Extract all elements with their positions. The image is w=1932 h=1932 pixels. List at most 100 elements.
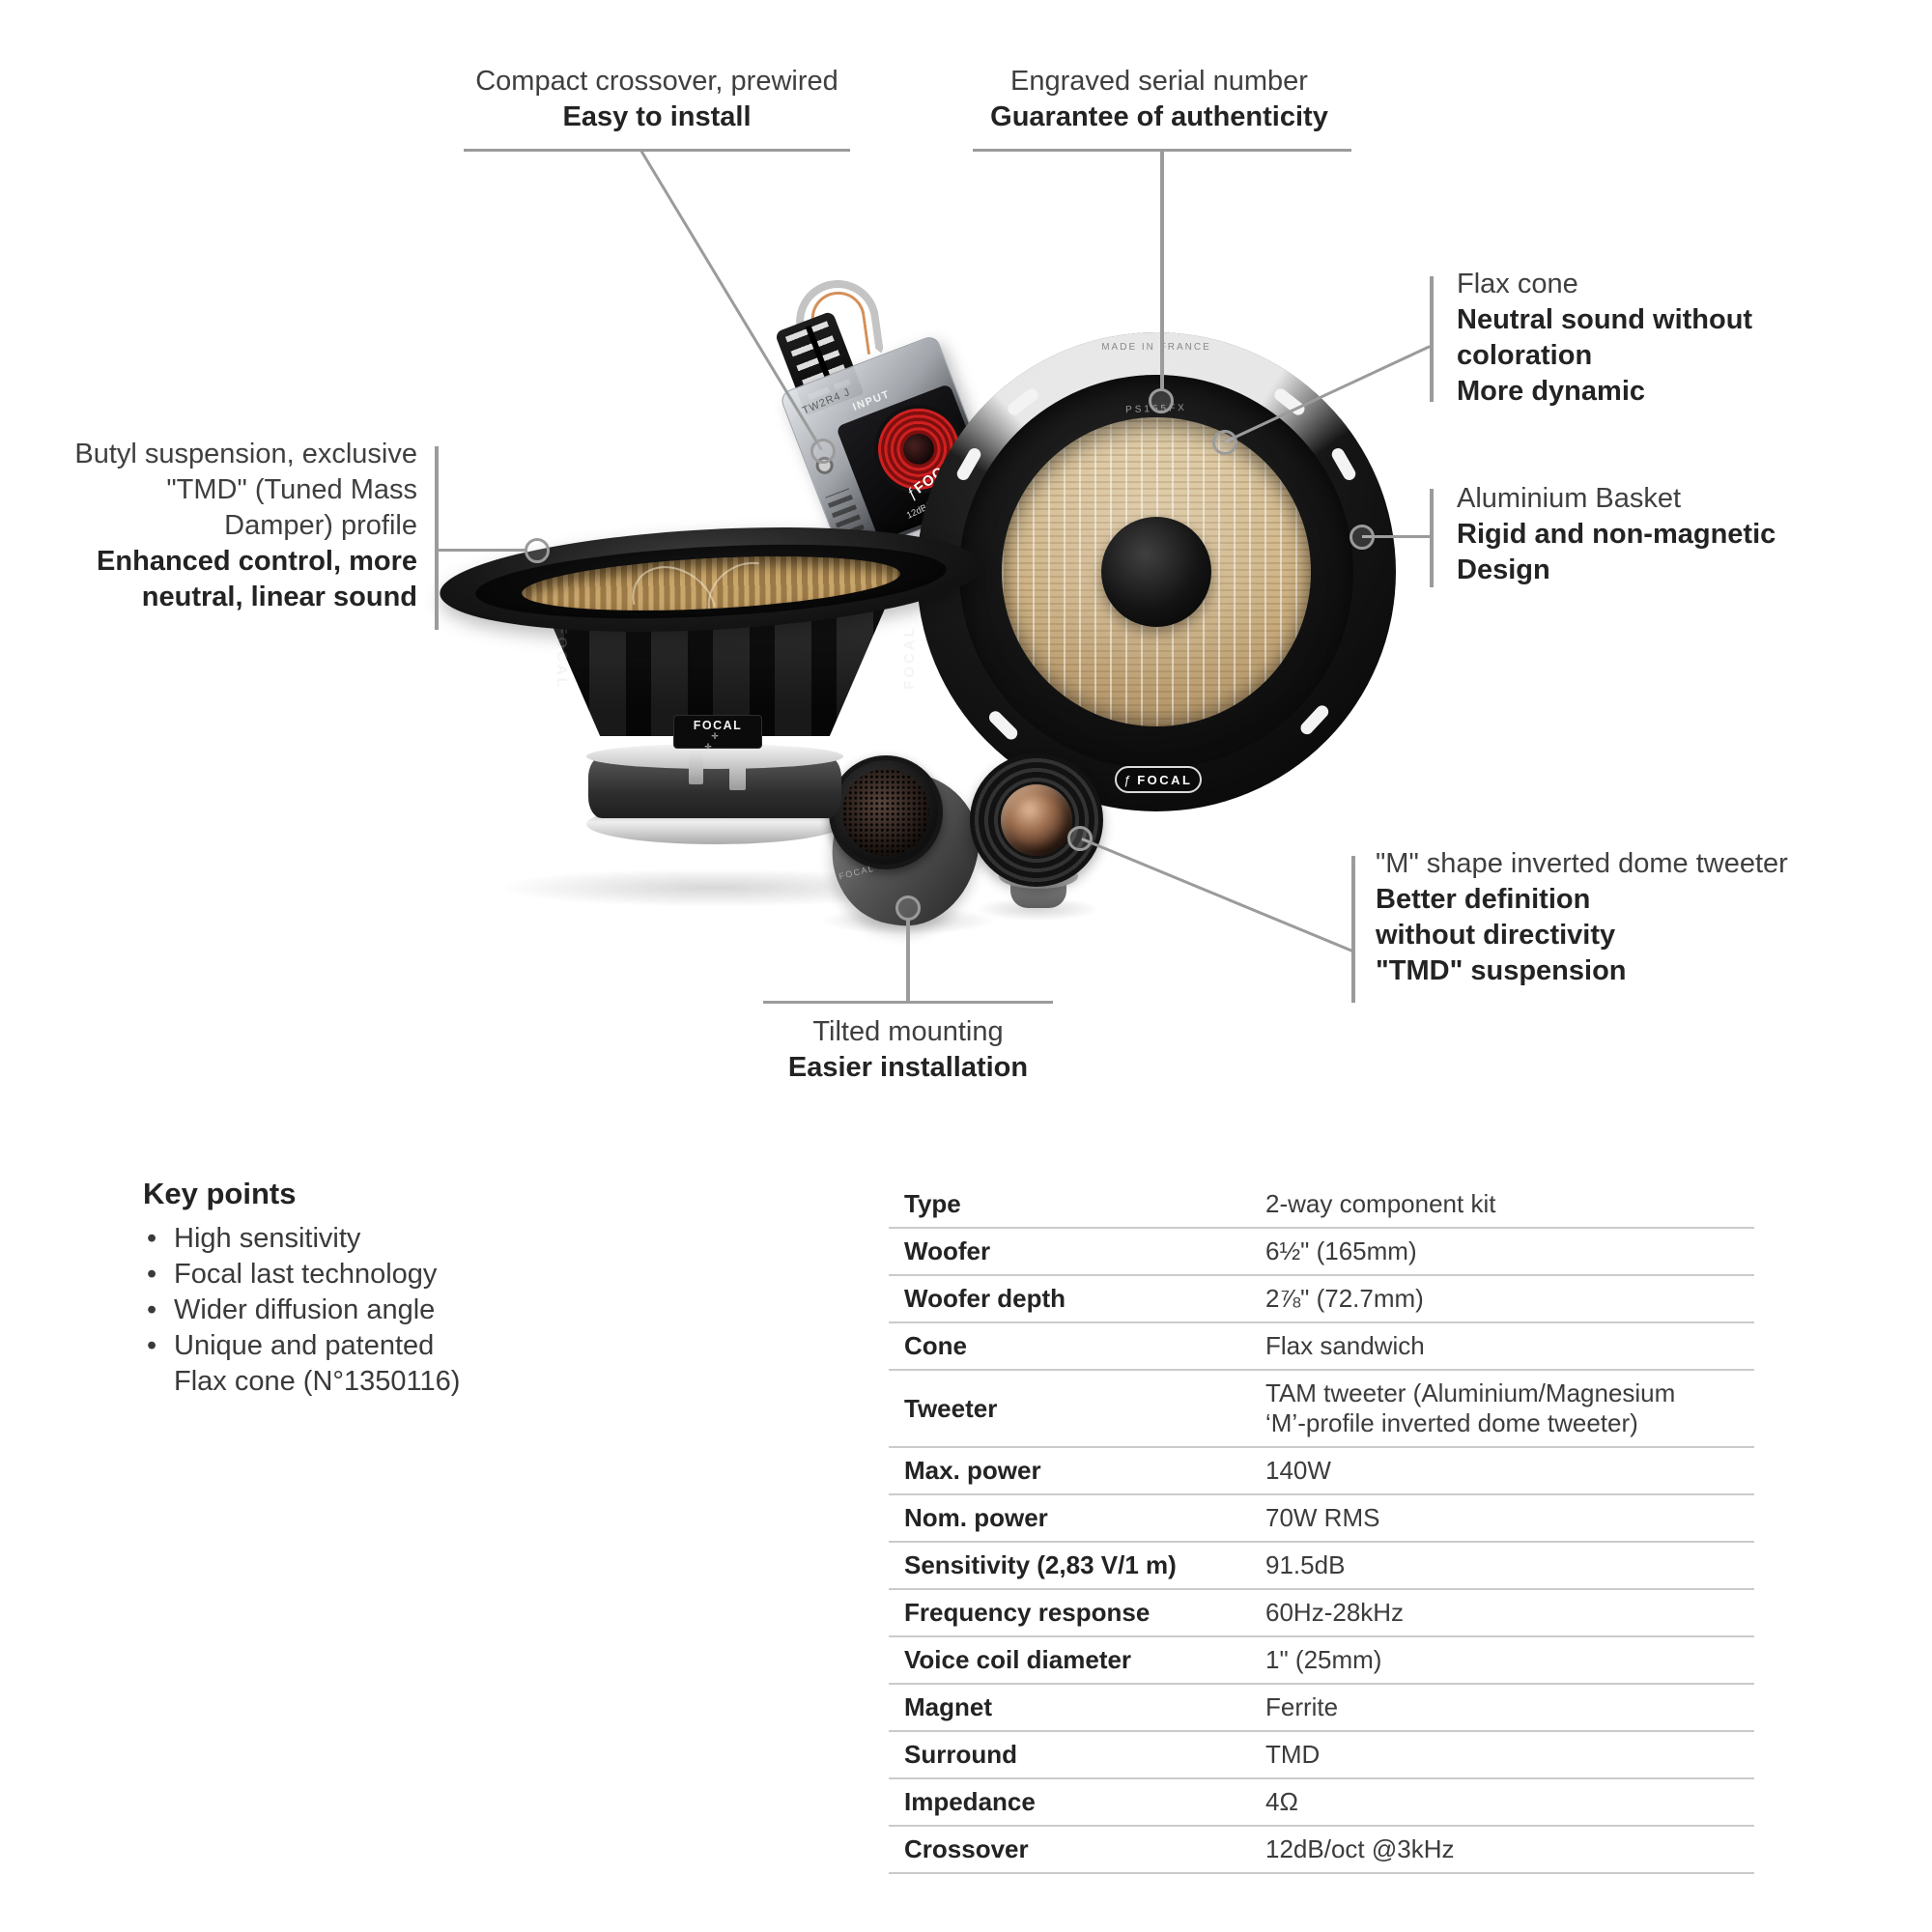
woofer-plate-brand: FOCAL — [693, 719, 743, 732]
woofer-side-brand: FOCAL — [553, 625, 570, 690]
spec-value: 140W — [1265, 1456, 1331, 1485]
spec-row-voice-coil: Voice coil diameter 1" (25mm) — [889, 1637, 1754, 1685]
callout-text: Engraved serial number — [1010, 66, 1308, 97]
callout-text-bold: Rigid and non-magnetic Design — [1457, 519, 1776, 585]
spec-label: Tweeter — [904, 1393, 998, 1423]
spec-table: Type 2-way component kit Woofer 6½" (165… — [889, 1181, 1754, 1874]
crossover-model-label: TW2R4 J — [800, 385, 853, 417]
spec-row-max-power: Max. power 140W — [889, 1448, 1754, 1495]
spec-row-woofer: Woofer 6½" (165mm) — [889, 1229, 1754, 1276]
key-points-title: Key points — [143, 1177, 297, 1210]
key-points: Key points High sensitivity Focal last t… — [143, 1177, 491, 1400]
callout-bar — [1430, 276, 1434, 402]
callout-target-circle — [525, 538, 550, 563]
spec-row-frequency: Frequency response 60Hz-28kHz — [889, 1590, 1754, 1637]
spec-row-sensitivity: Sensitivity (2,83 V/1 m) 91.5dB — [889, 1543, 1754, 1590]
spec-label: Woofer — [904, 1236, 991, 1265]
callout-text: Compact crossover, prewired — [475, 66, 838, 97]
callout-text-bold: Neutral sound without coloration More dy… — [1457, 304, 1753, 407]
spec-value: 6½" (165mm) — [1265, 1236, 1417, 1265]
callout-target-circle — [1067, 826, 1093, 851]
spec-label: Cone — [904, 1331, 967, 1360]
callout-basket: Aluminium Basket Rigid and non-magnetic … — [1457, 481, 1804, 588]
callout-text-bold: Easy to install — [562, 101, 752, 132]
spec-label: Max. power — [904, 1456, 1041, 1485]
callout-text: Flax cone — [1457, 269, 1578, 299]
callout-tilted: Tilted mounting Easier installation — [691, 1014, 1125, 1086]
callout-flax: Flax cone Neutral sound without colorati… — [1457, 267, 1785, 410]
woofer-side-brand: FOCAL — [900, 625, 918, 690]
spec-value: TAM tweeter (Aluminium/Magnesium ‘M’-pro… — [1265, 1378, 1676, 1437]
callout-text-bold: Enhanced control, more neutral, linear s… — [97, 546, 417, 612]
spec-row-magnet: Magnet Ferrite — [889, 1685, 1754, 1732]
callout-target-circle — [810, 439, 836, 464]
callout-text-bold: Easier installation — [787, 1052, 1029, 1083]
spec-value: 12dB/oct @3kHz — [1265, 1834, 1455, 1863]
spec-value: 2-way component kit — [1265, 1189, 1496, 1218]
callout-target-circle — [895, 895, 921, 921]
spec-value: 91.5dB — [1265, 1550, 1346, 1579]
spec-label: Voice coil diameter — [904, 1645, 1132, 1674]
callout-target-circle — [1350, 525, 1375, 550]
callout-bar — [1430, 489, 1434, 587]
woofer-terminal-plate: FOCAL — [673, 715, 762, 749]
callout-bar — [435, 446, 439, 630]
spec-value: Ferrite — [1265, 1692, 1339, 1721]
spec-value: 70W RMS — [1265, 1503, 1380, 1532]
spec-row-impedance: Impedance 4Ω — [889, 1779, 1754, 1827]
key-point-item: Unique and patented Flax cone (N°1350116… — [143, 1328, 493, 1400]
spec-row-tweeter: Tweeter TAM tweeter (Aluminium/Magnesium… — [889, 1371, 1754, 1448]
callout-text-bold: Better definition without directivity "T… — [1376, 884, 1627, 986]
callout-leader-line — [906, 918, 910, 1001]
spec-label: Nom. power — [904, 1503, 1048, 1532]
callout-leader-line — [639, 150, 823, 451]
spec-row-crossover: Crossover 12dB/oct @3kHz — [889, 1827, 1754, 1874]
spec-value: 4Ω — [1265, 1787, 1298, 1816]
callout-underline — [763, 1001, 1053, 1004]
woofer-terminal-tab — [689, 748, 703, 784]
spec-label: Magnet — [904, 1692, 992, 1721]
spec-label: Impedance — [904, 1787, 1036, 1816]
callout-serial: Engraved serial number Guarantee of auth… — [952, 64, 1367, 135]
spec-row-surround: Surround TMD — [889, 1732, 1754, 1779]
callout-target-circle — [1212, 430, 1237, 455]
callout-text-bold: Guarantee of authenticity — [990, 101, 1328, 132]
spec-label: Crossover — [904, 1834, 1029, 1863]
callout-bar — [1351, 856, 1355, 1003]
spec-label: Sensitivity (2,83 V/1 m) — [904, 1550, 1177, 1579]
callout-tweeter: "M" shape inverted dome tweeter Better d… — [1376, 846, 1859, 989]
spec-value: TMD — [1265, 1740, 1321, 1769]
spec-value: 60Hz-28kHz — [1265, 1598, 1405, 1627]
spec-label: Woofer depth — [904, 1284, 1066, 1313]
spec-value: 1" (25mm) — [1265, 1645, 1382, 1674]
key-point-item: High sensitivity — [143, 1221, 493, 1257]
callout-underline — [464, 149, 850, 152]
callout-text: "M" shape inverted dome tweeter — [1376, 848, 1788, 879]
spec-value: 2⅞" (72.7mm) — [1265, 1284, 1424, 1313]
spec-row-type: Type 2-way component kit — [889, 1181, 1754, 1229]
dust-cap — [1101, 517, 1211, 627]
key-point-item: Wider diffusion angle — [143, 1293, 493, 1328]
woofer-terminal-tab — [729, 748, 746, 790]
spec-row-woofer-depth: Woofer depth 2⅞" (72.7mm) — [889, 1276, 1754, 1323]
spec-label: Type — [904, 1189, 961, 1218]
callout-target-circle — [1149, 388, 1174, 413]
callout-crossover: Compact crossover, prewired Easy to inst… — [444, 64, 869, 135]
callout-leader-line — [1160, 152, 1164, 389]
spec-label: Frequency response — [904, 1598, 1151, 1627]
callout-text: Tilted mounting — [812, 1016, 1004, 1047]
key-point-item: Focal last technology — [143, 1257, 493, 1293]
spec-value: Flax sandwich — [1265, 1331, 1425, 1360]
callout-leader-line — [1081, 838, 1353, 952]
callout-leader-line — [1362, 535, 1430, 538]
spec-row-nom-power: Nom. power 70W RMS — [889, 1495, 1754, 1543]
callout-text: Aluminium Basket — [1457, 483, 1682, 514]
made-in-france-label: MADE IN FRANCE — [1101, 342, 1211, 353]
callout-leader-line — [438, 549, 526, 552]
callout-text: Butyl suspension, exclusive "TMD" (Tuned… — [74, 439, 417, 541]
focal-badge: FOCAL — [1115, 766, 1202, 793]
tweeter-inverted-dome — [1001, 784, 1072, 856]
spec-row-cone: Cone Flax sandwich — [889, 1323, 1754, 1371]
callout-butyl: Butyl suspension, exclusive "TMD" (Tuned… — [68, 437, 417, 615]
